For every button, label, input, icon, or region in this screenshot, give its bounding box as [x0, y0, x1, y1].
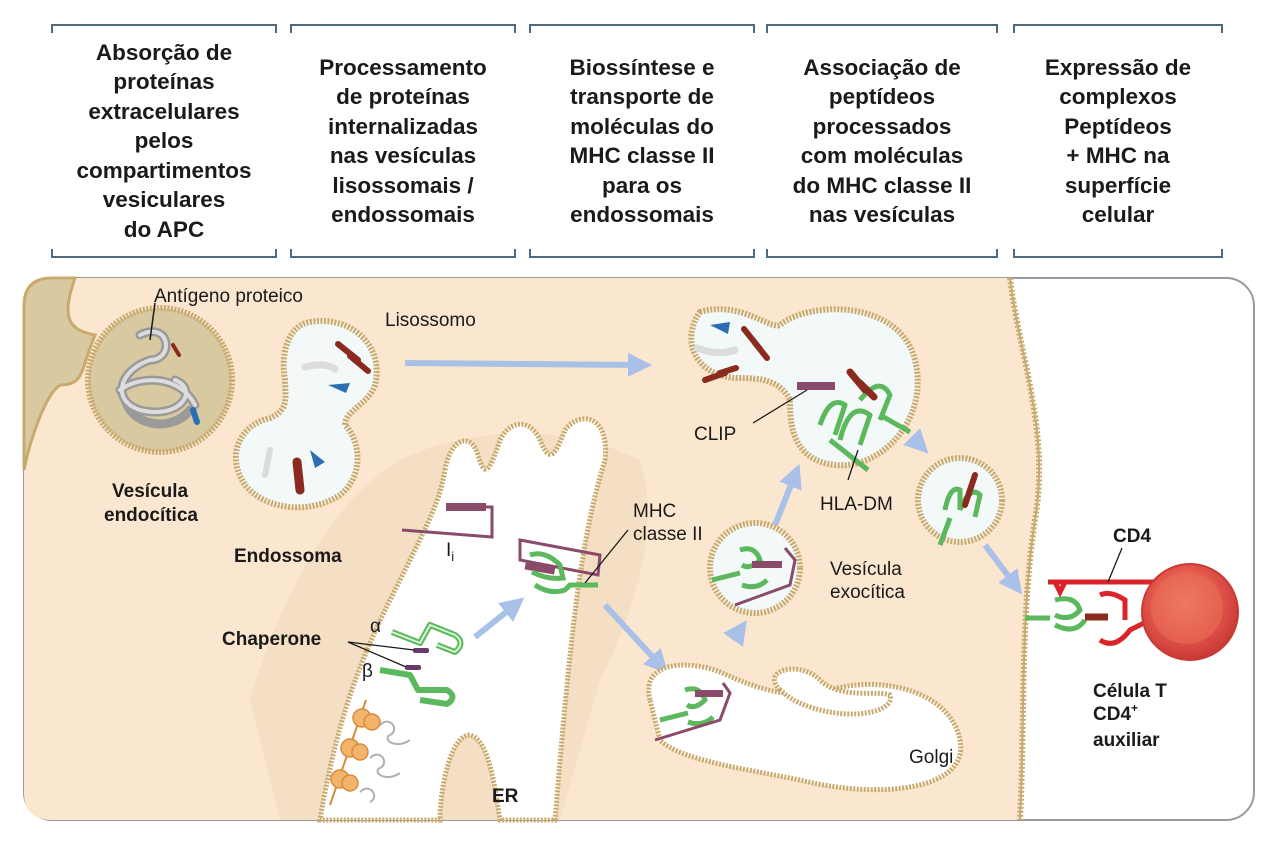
- t-cell-label-2: CD4+: [1093, 701, 1138, 725]
- clip-peptide: [797, 382, 835, 390]
- ribosome-icon: [329, 699, 381, 806]
- chaperone-alpha: [413, 648, 429, 653]
- cd4-label: CD4: [1113, 526, 1151, 547]
- chaperone-label: Chaperone: [222, 629, 321, 650]
- mhc-label-1: MHC: [633, 501, 676, 522]
- mhc-label-2: classe II: [633, 524, 703, 545]
- exocytic-vesicle-label-2: exocítica: [830, 582, 905, 603]
- flow-arrow: [404, 350, 1023, 674]
- lysosome-label: Lisossomo: [385, 310, 476, 331]
- step-2-text: Processamento de proteínas internalizada…: [319, 54, 487, 228]
- step-3-biosynthesis: Biossíntese e transporte de moléculas do…: [529, 24, 755, 258]
- t-cell-label-1: Célula T: [1093, 681, 1167, 702]
- step-1-uptake: Absorção de proteínas extracelulares pel…: [51, 24, 277, 258]
- antigen-epitope: [171, 343, 181, 357]
- clip-label: CLIP: [694, 424, 736, 445]
- step-1-text: Absorção de proteínas extracelulares pel…: [76, 39, 252, 242]
- t-cell-label-3: auxiliar: [1093, 730, 1160, 751]
- endosome: [233, 318, 380, 511]
- alpha-label: α: [370, 616, 381, 637]
- endosome-label: Endossoma: [234, 546, 342, 567]
- antigen-label: Antígeno proteico: [154, 286, 303, 307]
- tcr-cd4-complex: [1048, 579, 1165, 646]
- step-5-expression: Expressão de complexos Peptídeos + MHC n…: [1013, 24, 1223, 258]
- chaperone-beta: [405, 665, 421, 670]
- invariant-chain-label: Ii: [446, 540, 454, 564]
- peptide-fragment: [335, 341, 371, 374]
- endocytic-vesicle-label-2: endocítica: [104, 505, 198, 526]
- invariant-chain-icon: [401, 503, 494, 539]
- step-5-text: Expressão de complexos Peptídeos + MHC n…: [1044, 54, 1192, 228]
- endoplasmic-reticulum: [317, 416, 609, 823]
- golgi-label: Golgi: [909, 747, 953, 768]
- er-label: ER: [492, 786, 519, 807]
- step-3-text: Biossíntese e transporte de moléculas do…: [569, 54, 715, 228]
- surface-mhc-ii: [1025, 596, 1088, 632]
- endocytic-vesicle-label-1: Vesícula: [112, 481, 188, 502]
- step-4-text: Associação de peptídeos processados com …: [792, 54, 972, 228]
- step-2-processing: Processamento de proteínas internalizada…: [290, 24, 516, 258]
- mhc-beta-chain: [379, 667, 456, 707]
- extracellular-pocket: [22, 276, 98, 471]
- beta-label: β: [362, 661, 373, 682]
- step-4-association: Associação de peptídeos processados com …: [766, 24, 998, 258]
- mhc-ii-ii-complex: [518, 538, 602, 595]
- exocytic-vesicle-label-1: Vesícula: [830, 559, 902, 580]
- hla-dm-label: HLA-DM: [820, 494, 893, 515]
- hla-dm-icon: [817, 383, 912, 472]
